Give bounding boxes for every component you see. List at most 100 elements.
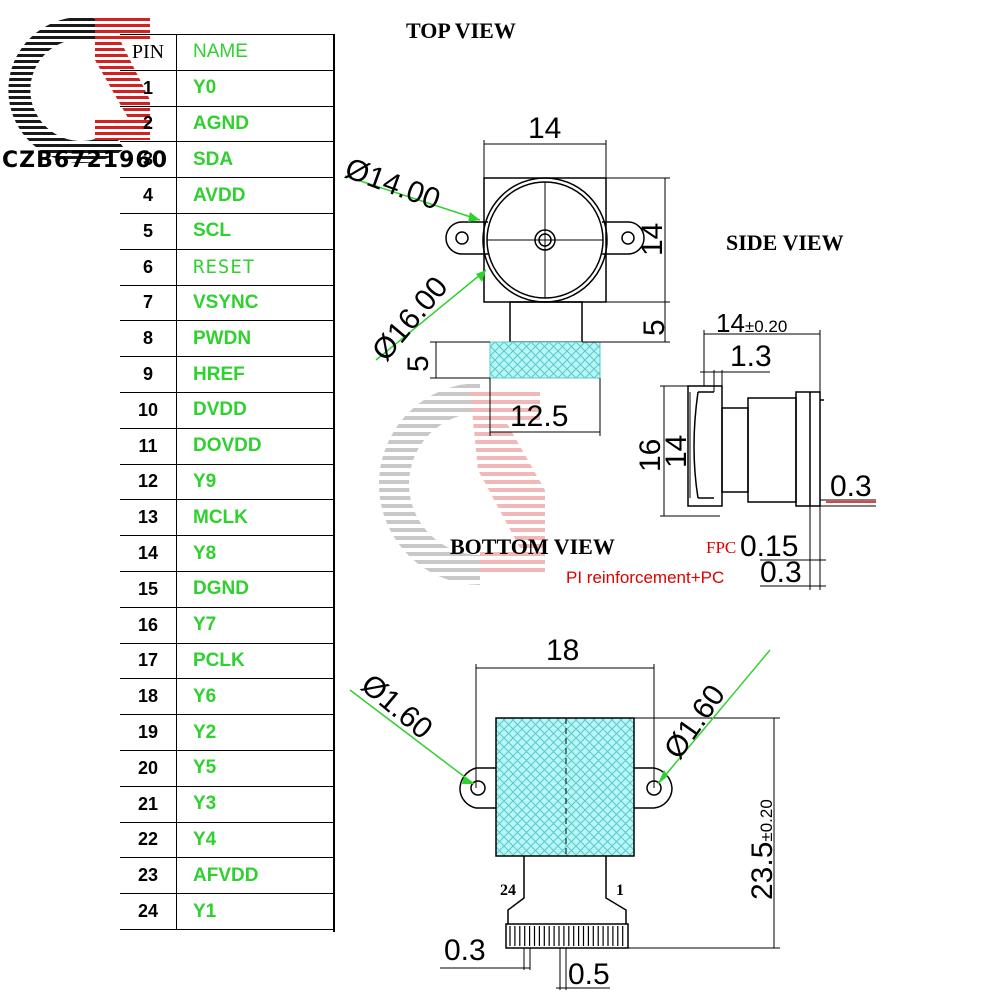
pin-number: 12 xyxy=(120,464,177,501)
pin-number: 6 xyxy=(120,249,177,286)
pin-name: MCLK xyxy=(176,499,334,537)
bottom-dim-height: 23.5±0.20 xyxy=(746,799,780,900)
pin-number: 8 xyxy=(120,320,177,358)
pin-name: Y0 xyxy=(176,70,334,107)
pin-name: SDA xyxy=(176,141,334,179)
pin-name: Y7 xyxy=(176,607,334,644)
top-dim-fpc-width: 12.5 xyxy=(510,400,569,433)
pin-number: 21 xyxy=(120,786,177,823)
side-dim-03b: 0.3 xyxy=(760,556,802,589)
pin-name: Y5 xyxy=(176,750,334,787)
pin-number: 18 xyxy=(120,678,177,716)
side-pi-note: PI reinforcement+PC xyxy=(566,568,725,587)
pin-number: 1 xyxy=(120,70,177,107)
pin-name: PWDN xyxy=(176,320,334,358)
pin-number: 22 xyxy=(120,822,177,859)
pin-number: 11 xyxy=(120,428,177,465)
pin-name: Y6 xyxy=(176,678,334,716)
header-pin: PIN xyxy=(120,34,177,71)
top-dim-width: 14 xyxy=(528,112,562,145)
side-dim-03: 0.3 xyxy=(830,470,872,503)
side-fpc-label: FPC xyxy=(706,538,737,557)
side-dim-width-value: 14 xyxy=(716,308,745,338)
side-dim-015: 0.15 xyxy=(740,530,799,563)
pin-number: 13 xyxy=(120,499,177,537)
pin-number: 3 xyxy=(120,141,177,179)
pin-name: Y1 xyxy=(176,893,334,930)
pin-number: 10 xyxy=(120,392,177,429)
pin-number: 19 xyxy=(120,714,177,751)
bottom-dim-pitch-gap: 0.3 xyxy=(444,934,486,967)
pin-number: 24 xyxy=(120,893,177,930)
pin-name: AFVDD xyxy=(176,857,334,895)
pin-number: 17 xyxy=(120,643,177,680)
pin-number: 15 xyxy=(120,571,177,608)
pin-name: DOVDD xyxy=(176,428,334,465)
connector-pin-24-label: 24 xyxy=(500,882,516,899)
header-name: NAME xyxy=(176,34,334,71)
pin-name: Y4 xyxy=(176,822,334,859)
pin-number: 23 xyxy=(120,857,177,895)
pin-name: AGND xyxy=(176,106,334,143)
bottom-dim-width: 18 xyxy=(546,634,580,667)
side-dim-width-tol: ±0.20 xyxy=(744,317,788,336)
pin-name: HREF xyxy=(176,356,334,393)
pin-number: 2 xyxy=(120,106,177,143)
pin-table-right-border xyxy=(333,34,335,932)
side-dim-lens: 1.3 xyxy=(730,340,772,373)
pin-name: VSYNC xyxy=(176,285,334,322)
pin-name: DGND xyxy=(176,571,334,608)
side-view-title: SIDE VIEW xyxy=(726,230,844,255)
pin-number: 5 xyxy=(120,213,177,250)
pin-number: 20 xyxy=(120,750,177,787)
pin-name: DVDD xyxy=(176,392,334,429)
bottom-view-title: BOTTOM VIEW xyxy=(450,534,615,559)
bottom-dim-pitch: 0.5 xyxy=(568,958,610,991)
pin-number: 9 xyxy=(120,356,177,393)
pin-name: Y2 xyxy=(176,714,334,751)
pin-number: 14 xyxy=(120,535,177,572)
pin-name: SCL xyxy=(176,213,334,250)
pin-number: 7 xyxy=(120,285,177,322)
pin-name: RESET xyxy=(176,249,334,286)
pin-name: Y8 xyxy=(176,535,334,572)
pin-name: Y3 xyxy=(176,786,334,823)
connector-pin-1-label: 1 xyxy=(616,882,624,899)
pin-name: Y9 xyxy=(176,464,334,501)
side-dim-width: 14±0.20 xyxy=(716,308,787,339)
top-view-title: TOP VIEW xyxy=(406,18,516,43)
pin-table-header: PIN NAME xyxy=(120,34,334,71)
bottom-dim-height-tol: ±0.20 xyxy=(757,799,776,842)
pin-number: 16 xyxy=(120,607,177,644)
pin-name: AVDD xyxy=(176,177,334,214)
bottom-dim-height-value: 23.5 xyxy=(746,841,779,900)
